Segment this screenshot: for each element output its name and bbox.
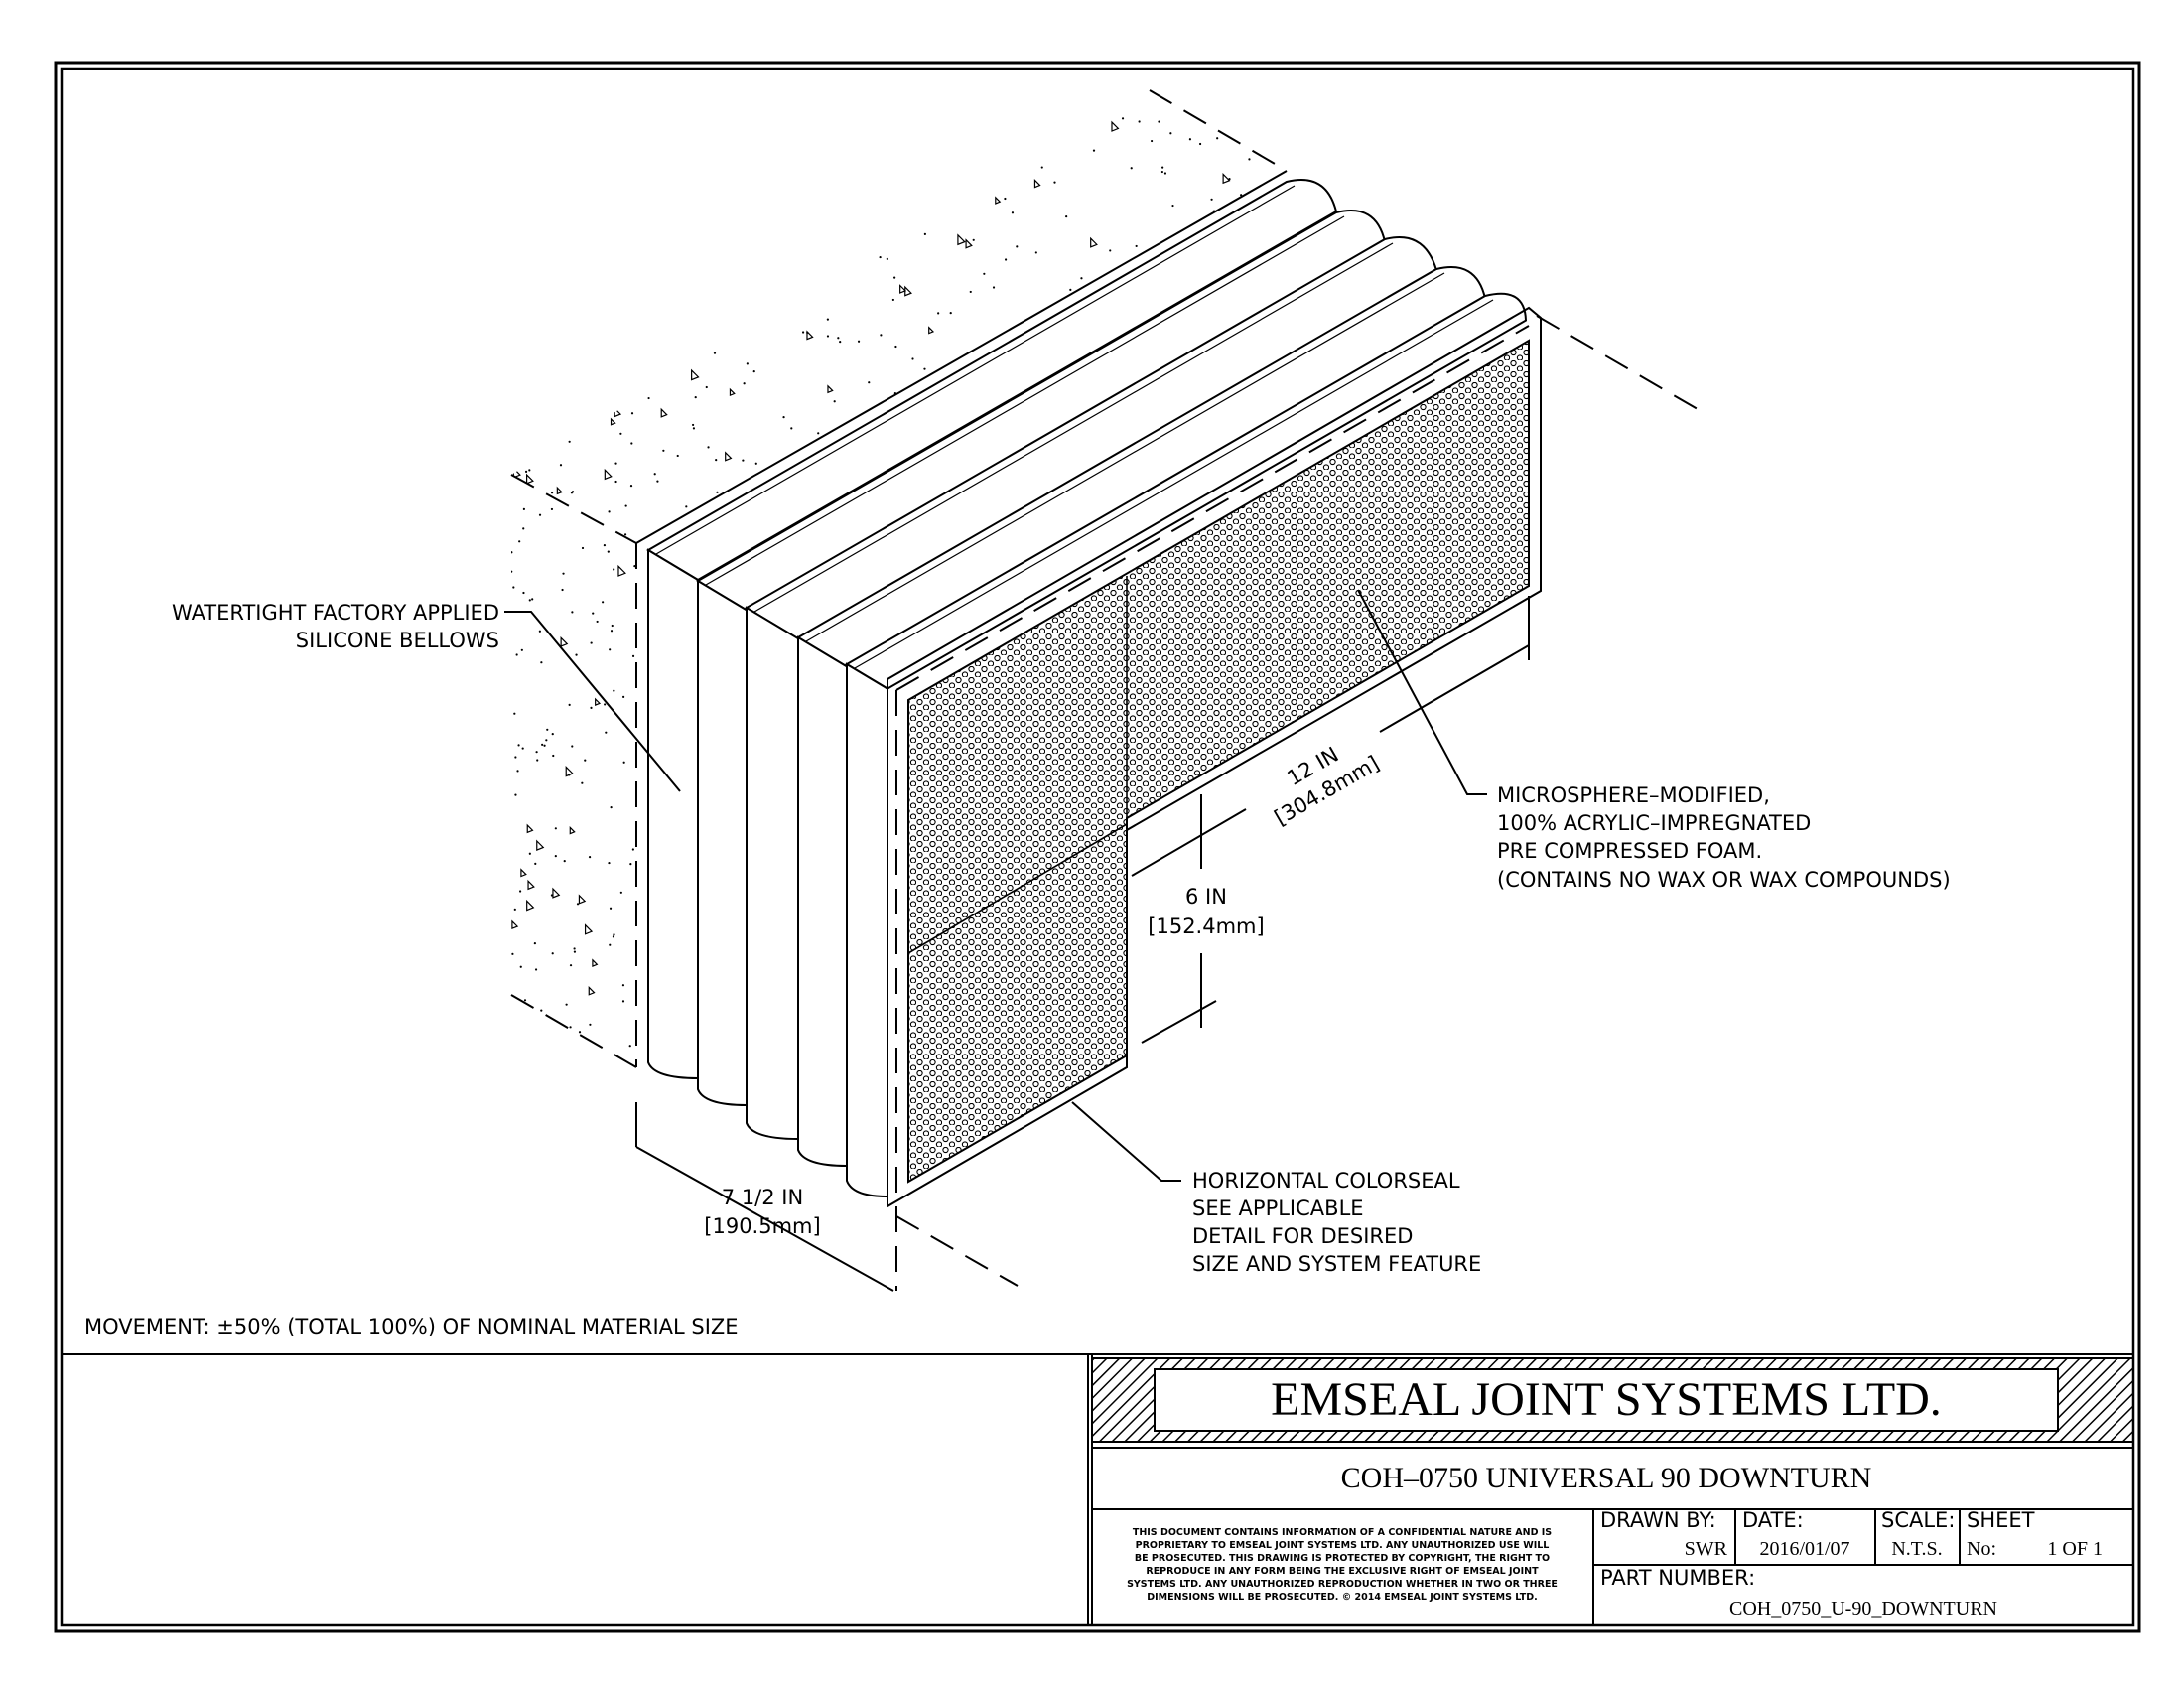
- scale-value: N.T.S.: [1891, 1538, 1942, 1560]
- acrylic-foam: [887, 306, 1542, 1291]
- outer-border: [54, 61, 2141, 1633]
- svg-text:DETAIL FOR DESIRED: DETAIL FOR DESIRED: [1192, 1224, 1413, 1248]
- svg-text:HORIZONTAL COLORSEAL: HORIZONTAL COLORSEAL: [1192, 1169, 1460, 1193]
- drawn-by-value: SWR: [1685, 1538, 1728, 1560]
- svg-text:(CONTAINS NO WAX OR WAX COMPOU: (CONTAINS NO WAX OR WAX COMPOUNDS): [1497, 868, 1951, 892]
- dimension-height: 6 IN [152.4mm]: [1148, 885, 1264, 938]
- drawn-by-label: DRAWN BY:: [1600, 1508, 1716, 1532]
- disclaimer: THIS DOCUMENT CONTAINS INFORMATION OF A …: [1127, 1527, 1558, 1603]
- svg-text:WATERTIGHT FACTORY APPLIED: WATERTIGHT FACTORY APPLIED: [172, 601, 499, 625]
- sheet-no-label: No:: [1967, 1538, 1996, 1560]
- sheet-value: 1 OF 1: [2047, 1538, 2103, 1560]
- bellows-strip: [796, 265, 1487, 1168]
- part-number-label: PART NUMBER:: [1600, 1566, 1755, 1590]
- svg-text:[152.4mm]: [152.4mm]: [1148, 914, 1264, 938]
- callout-foam: MICROSPHERE–MODIFIED, 100% ACRYLIC–IMPRE…: [1497, 783, 1951, 892]
- svg-text:[190.5mm]: [190.5mm]: [704, 1214, 820, 1238]
- disclaimer-line: REPRODUCE IN ANY FORM BEING THE EXCLUSIV…: [1146, 1566, 1539, 1577]
- svg-text:SEE APPLICABLE: SEE APPLICABLE: [1192, 1196, 1364, 1220]
- svg-text:SIZE AND SYSTEM FEATURE: SIZE AND SYSTEM FEATURE: [1192, 1252, 1481, 1276]
- movement-note: MOVEMENT: ±50% (TOTAL 100%) OF NOMINAL M…: [84, 1315, 739, 1338]
- dimension-lines: [1131, 596, 1530, 1044]
- title-block: EMSEAL JOINT SYSTEMS LTD. COH–0750 UNIVE…: [62, 1353, 2134, 1625]
- dimension-length: 12 IN [304.8mm]: [1271, 743, 1384, 830]
- scale-label: SCALE:: [1881, 1508, 1955, 1532]
- dimension-width: 7 1/2 IN [190.5mm]: [704, 1186, 820, 1238]
- sheet-label: SHEET: [1967, 1508, 2035, 1532]
- svg-text:100% ACRYLIC–IMPREGNATED: 100% ACRYLIC–IMPREGNATED: [1497, 811, 1811, 835]
- bellows-strip: [745, 236, 1438, 1141]
- part-number-value: COH_0750_U-90_DOWNTURN: [1729, 1598, 1997, 1619]
- svg-text:MICROSPHERE–MODIFIED,: MICROSPHERE–MODIFIED,: [1497, 783, 1770, 807]
- svg-text:PRE COMPRESSED FOAM.: PRE COMPRESSED FOAM.: [1497, 839, 1762, 863]
- bellows-strip: [696, 209, 1387, 1107]
- disclaimer-line: DIMENSIONS WILL BE PROSECUTED. © 2014 EM…: [1147, 1592, 1538, 1603]
- disclaimer-line: THIS DOCUMENT CONTAINS INFORMATION OF A …: [1133, 1527, 1552, 1538]
- bellows-strip: [646, 179, 1338, 1080]
- svg-text:6 IN: 6 IN: [1185, 885, 1227, 909]
- callout-colorseal: HORIZONTAL COLORSEAL SEE APPLICABLE DETA…: [1192, 1169, 1481, 1276]
- date-label: DATE:: [1742, 1508, 1804, 1532]
- date-value: 2016/01/07: [1759, 1538, 1849, 1560]
- svg-text:SILICONE BELLOWS: SILICONE BELLOWS: [296, 629, 499, 652]
- disclaimer-line: SYSTEMS LTD. ANY UNAUTHORIZED REPRODUCTI…: [1127, 1579, 1558, 1590]
- disclaimer-line: BE PROSECUTED. THIS DRAWING IS PROTECTED…: [1135, 1553, 1550, 1564]
- silicone-bellows: [646, 179, 1528, 1198]
- disclaimer-line: PROPRIETARY TO EMSEAL JOINT SYSTEMS LTD.…: [1136, 1540, 1550, 1551]
- callout-bellows: WATERTIGHT FACTORY APPLIED SILICONE BELL…: [172, 601, 499, 652]
- drawing-title: COH–0750 UNIVERSAL 90 DOWNTURN: [1341, 1462, 1872, 1494]
- company-name: EMSEAL JOINT SYSTEMS LTD.: [1271, 1373, 1942, 1426]
- inner-border: [60, 67, 2135, 1627]
- svg-text:7 1/2 IN: 7 1/2 IN: [722, 1186, 803, 1209]
